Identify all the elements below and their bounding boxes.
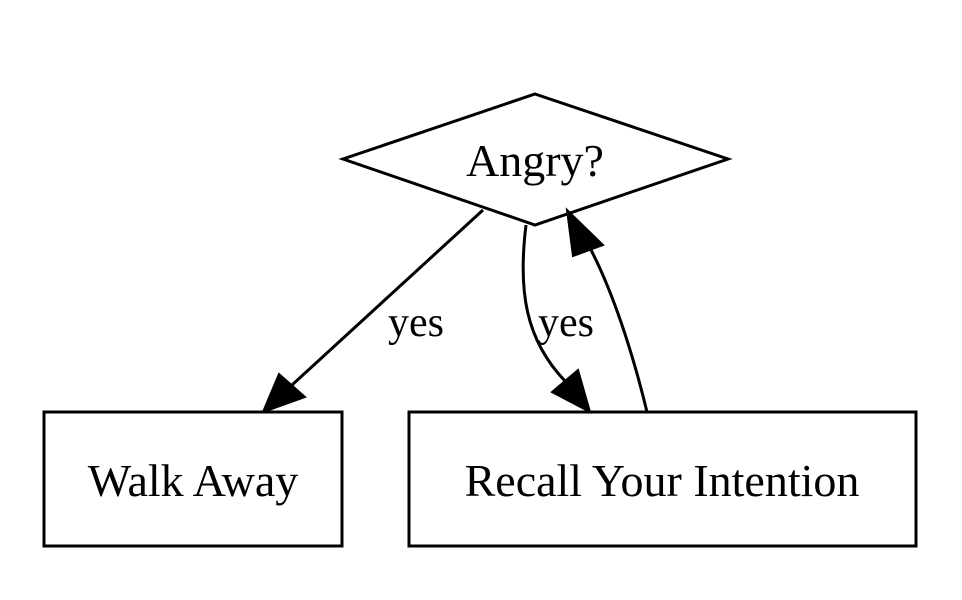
process-node-recall-intention-label: Recall Your Intention (465, 455, 860, 506)
edge-angry-to-recall-intention: yes (521, 224, 594, 414)
edge-label-angry-to-walk-away: yes (388, 300, 444, 346)
edge-recall-intention-to-angry (565, 207, 649, 413)
edge-line-angry-to-walk-away (290, 208, 485, 387)
arrowhead-walk-away (261, 372, 307, 414)
arrowhead-recall-intention (550, 368, 592, 414)
arrowhead-angry (565, 207, 605, 258)
decision-node-angry-label: Angry? (466, 135, 604, 186)
process-node-recall-intention: Recall Your Intention (407, 410, 918, 548)
process-node-walk-away: Walk Away (42, 410, 344, 548)
process-box-walk-away (42, 410, 344, 548)
edge-line-recall-intention-to-angry (588, 247, 649, 413)
decision-node-angry: Angry? (338, 92, 733, 227)
decision-diamond (338, 92, 733, 227)
edge-line-angry-to-recall-intention (521, 224, 568, 384)
process-box-recall-intention (407, 410, 918, 548)
process-node-walk-away-label: Walk Away (88, 455, 299, 506)
edge-label-angry-to-recall-intention: yes (538, 300, 594, 346)
edge-angry-to-walk-away: yes (261, 208, 485, 414)
